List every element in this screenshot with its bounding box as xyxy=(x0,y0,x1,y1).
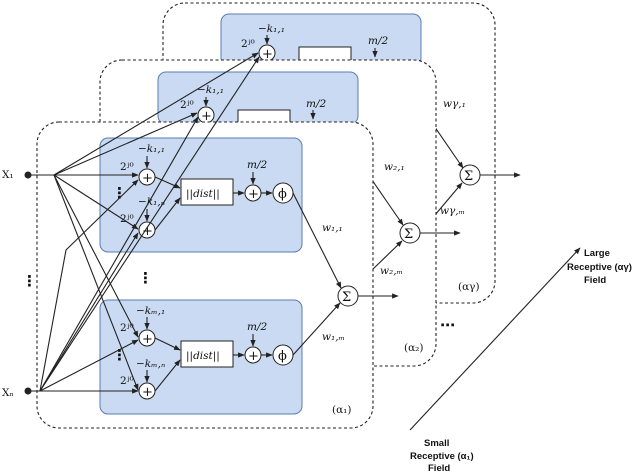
svg-text:2ʲ⁰: 2ʲ⁰ xyxy=(180,99,194,111)
scale-alpha-gamma: (αγ) xyxy=(458,281,480,293)
svg-text:2ʲ⁰: 2ʲ⁰ xyxy=(120,213,134,225)
svg-text:+: + xyxy=(142,385,153,400)
svg-text:+: + xyxy=(201,109,212,124)
svg-text:−k₁,₁: −k₁,₁ xyxy=(138,143,165,155)
small-label-2: Receptive (α₁) xyxy=(410,451,474,462)
svg-text:⋮: ⋮ xyxy=(22,272,37,290)
svg-text:2ʲ⁰: 2ʲ⁰ xyxy=(241,38,255,50)
svg-text:ϕ: ϕ xyxy=(278,187,287,202)
weight-2-1: w₂,₁ xyxy=(384,161,405,173)
svg-text:||dist||: ||dist|| xyxy=(186,188,220,201)
weight-1-M: w₁,ₘ xyxy=(322,331,345,343)
svg-text:⋮: ⋮ xyxy=(112,184,127,202)
svg-text:+: + xyxy=(262,47,273,62)
svg-text:m/2: m/2 xyxy=(306,98,326,110)
svg-text:−k₁,₁: −k₁,₁ xyxy=(258,23,285,35)
svg-text:2ʲ⁰: 2ʲ⁰ xyxy=(120,322,134,334)
weight-1-1: w₁,₁ xyxy=(322,222,343,234)
svg-text:m/2: m/2 xyxy=(247,321,267,333)
svg-text:⋯: ⋯ xyxy=(440,316,455,334)
svg-text:+: + xyxy=(142,224,153,239)
dist-box-M xyxy=(180,340,234,368)
svg-text:m/2: m/2 xyxy=(247,159,267,171)
svg-text:+: + xyxy=(142,332,153,347)
weight-2-M: w₂,ₘ xyxy=(380,265,403,277)
scale-alpha-1: (α₁) xyxy=(332,404,352,416)
svg-text:2ʲ⁰: 2ʲ⁰ xyxy=(120,375,134,387)
svg-text:Σ: Σ xyxy=(342,290,351,305)
svg-text:2ʲ⁰: 2ʲ⁰ xyxy=(120,161,134,173)
svg-text:+: + xyxy=(248,349,259,364)
small-label-3: Field xyxy=(428,463,450,473)
svg-text:⋮: ⋮ xyxy=(138,269,153,287)
scale-alpha-2: (α₂) xyxy=(404,342,424,354)
svg-text:ϕ: ϕ xyxy=(278,349,287,364)
receptive-field-legend: Large Receptive (αγ) Field Small Recepti… xyxy=(409,247,632,473)
svg-text:−k₁,₁: −k₁,₁ xyxy=(197,84,224,96)
svg-text:⋮: ⋮ xyxy=(112,346,127,364)
weight-gamma-M: wγ,ₘ xyxy=(440,205,465,217)
frame-alpha-1: + + 2ʲ⁰ 2ʲ⁰ −k₁,₁ −k₁,ₙ ⋮ ||dist|| + m/2… xyxy=(36,121,399,429)
large-label-3: Field xyxy=(584,275,606,286)
svg-text:m/2: m/2 xyxy=(368,35,388,47)
svg-text:+: + xyxy=(142,171,153,186)
large-label-2: Receptive (αγ) xyxy=(567,262,632,273)
sum-node-2: Σ xyxy=(404,227,413,242)
input-x1-label: X₁ xyxy=(2,169,14,181)
svg-text:−kₘ,ₙ: −kₘ,ₙ xyxy=(136,358,165,370)
svg-text:−kₘ,₁: −kₘ,₁ xyxy=(136,305,165,317)
small-label-1: Small xyxy=(424,438,449,449)
sum-node-gamma: Σ xyxy=(464,169,473,184)
receptive-field-arrow xyxy=(409,247,581,431)
dist-box-1 xyxy=(180,178,234,206)
large-label-1: Large xyxy=(584,248,610,259)
weight-gamma-1: wγ,₁ xyxy=(443,98,466,110)
svg-text:−k₁,ₙ: −k₁,ₙ xyxy=(138,196,165,208)
input-xn-label: Xₙ xyxy=(2,387,14,399)
svg-text:+: + xyxy=(248,187,259,202)
inputs: X₁ Xₙ ⋮ xyxy=(2,52,260,399)
svg-text:||dist||: ||dist|| xyxy=(186,350,220,363)
